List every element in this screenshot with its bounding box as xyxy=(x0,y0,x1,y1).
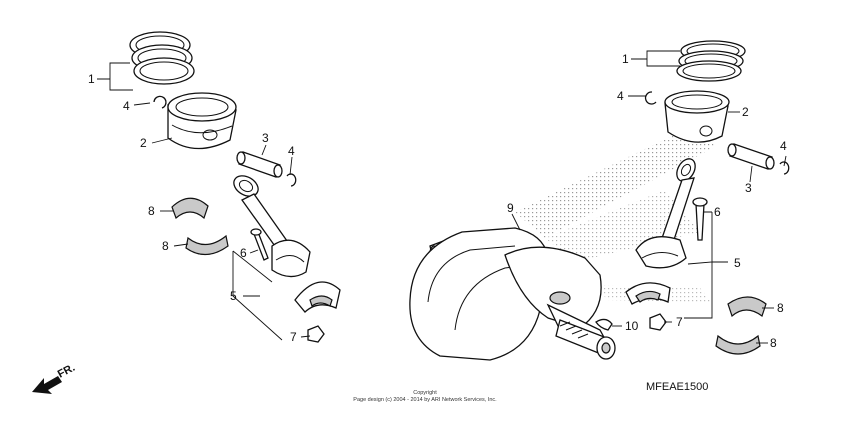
left-connecting-rod[interactable] xyxy=(230,172,311,278)
left-callout-7: 7 xyxy=(290,330,297,344)
right-callout-4: 4 xyxy=(617,89,624,103)
left-piston[interactable] xyxy=(167,92,237,150)
left-callout-8-upper: 8 xyxy=(148,204,155,218)
left-piston-pin[interactable] xyxy=(236,151,283,178)
front-direction-arrow-icon xyxy=(32,376,62,394)
right-callout-6: 6 xyxy=(714,205,721,219)
right-pin-clip-upper[interactable] xyxy=(644,91,657,105)
left-callout-8-lower: 8 xyxy=(162,239,169,253)
left-callout-4-pin: 4 xyxy=(288,144,295,158)
right-callout-1: 1 xyxy=(622,52,629,66)
left-callout-2: 2 xyxy=(140,136,147,150)
right-callout-5: 5 xyxy=(734,256,741,270)
left-callout-5: 5 xyxy=(230,289,237,303)
right-callout-8-upper: 8 xyxy=(777,301,784,315)
right-piston-pin[interactable] xyxy=(727,143,775,170)
right-rod-cap[interactable] xyxy=(625,282,671,305)
right-connecting-rod[interactable] xyxy=(635,156,699,269)
right-callout-2: 2 xyxy=(742,105,749,119)
crankshaft[interactable] xyxy=(409,227,616,361)
right-callout-10: 10 xyxy=(625,319,639,333)
left-pin-clip-lower[interactable] xyxy=(286,173,297,187)
left-bearing-upper[interactable] xyxy=(171,197,209,220)
right-rod-nut[interactable] xyxy=(649,313,667,331)
right-bearing-upper[interactable] xyxy=(727,296,767,318)
part-diagram-code: MFEAE1500 xyxy=(646,381,708,393)
right-callout-9: 9 xyxy=(507,201,514,215)
right-callout-4-pin: 4 xyxy=(780,139,787,153)
left-rod-nut[interactable] xyxy=(307,325,325,343)
left-bearing-lower[interactable] xyxy=(185,234,229,256)
left-callout-3: 3 xyxy=(262,131,269,145)
right-leader-lines xyxy=(511,50,787,344)
right-pin-clip-lower[interactable] xyxy=(779,161,790,175)
right-callout-8-lower: 8 xyxy=(770,336,777,350)
left-rod-cap[interactable] xyxy=(294,281,341,313)
left-callout-4: 4 xyxy=(123,99,130,113)
woodruff-key[interactable] xyxy=(595,318,613,331)
front-direction-label: FR. xyxy=(56,362,77,381)
right-callout-7: 7 xyxy=(676,315,683,329)
left-piston-rings[interactable] xyxy=(129,31,195,85)
right-rod-bolt[interactable] xyxy=(692,197,708,241)
left-callout-6: 6 xyxy=(240,246,247,260)
left-pin-clip-upper[interactable] xyxy=(153,95,167,109)
left-rod-bolt[interactable] xyxy=(250,228,269,261)
right-piston[interactable] xyxy=(664,90,730,143)
right-callout-3: 3 xyxy=(745,181,752,195)
right-piston-rings[interactable] xyxy=(676,40,746,82)
left-leader-lines xyxy=(97,62,311,341)
copyright-notice: Page design (c) 2004 - 2014 by ARI Netwo… xyxy=(353,397,497,403)
copyright-title: Copyright xyxy=(413,390,437,396)
right-bearing-lower[interactable] xyxy=(715,334,761,355)
left-callout-1: 1 xyxy=(88,72,95,86)
